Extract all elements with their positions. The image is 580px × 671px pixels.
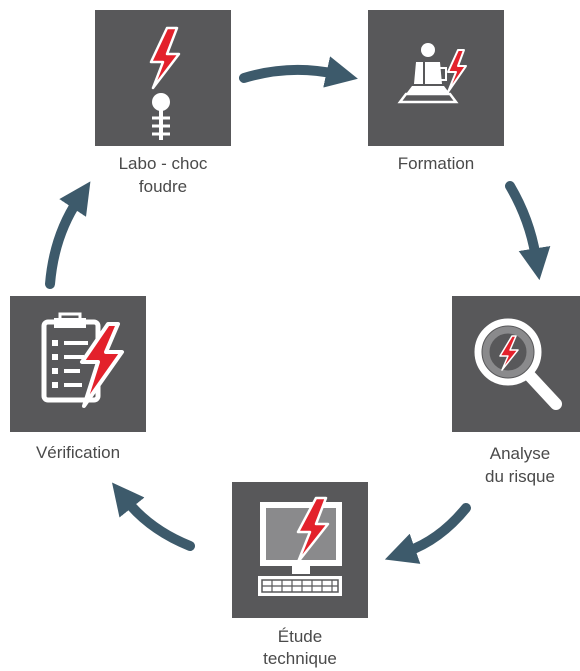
magnifier-lightning-icon <box>474 318 562 410</box>
step-tile-analyse <box>452 296 580 432</box>
step-label-line: Étude <box>277 627 323 646</box>
step-label-formation: Formation <box>368 152 504 175</box>
step-label-verification: Vérification <box>10 441 146 464</box>
arrow-etude-to-verification <box>112 482 195 551</box>
step-tile-labo <box>95 10 231 146</box>
step-label-line: Analyse <box>489 444 551 463</box>
step-label-line: du risque <box>485 467 555 486</box>
step-tile-formation <box>368 10 504 146</box>
trainer-presentation-icon <box>397 43 467 104</box>
computer-lightning-icon <box>258 496 342 596</box>
checklist-clipboard-icon <box>41 312 124 408</box>
step-tile-etude <box>232 482 368 618</box>
step-label-etude: Étude technique <box>232 626 368 670</box>
lightning-rod-icon <box>149 26 181 140</box>
step-label-line: foudre <box>138 177 188 196</box>
arrow-analyse-to-etude <box>384 503 471 564</box>
arrow-verification-to-labo <box>45 181 91 289</box>
step-tile-verification <box>10 296 146 432</box>
step-label-line: Labo - choc <box>118 154 208 173</box>
step-label-labo: Labo - choc foudre <box>95 152 231 198</box>
arrow-labo-to-formation <box>239 56 358 88</box>
step-label-analyse: Analyse du risque <box>452 442 580 488</box>
step-label-line: Formation <box>397 154 475 173</box>
step-label-line: Vérification <box>35 443 121 462</box>
step-label-line: technique <box>263 649 337 668</box>
arrow-formation-to-analyse <box>505 181 551 281</box>
